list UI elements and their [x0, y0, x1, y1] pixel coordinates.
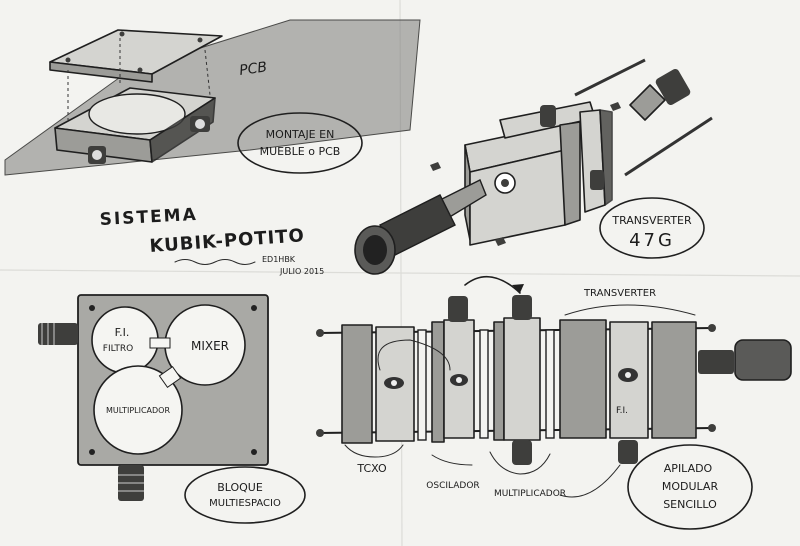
pcb-board-outline	[4, 19, 421, 176]
author-label: ED1HBK	[262, 255, 296, 264]
montaje-label-line2: MUEBLE o PCB	[260, 145, 341, 158]
transverter-bubble	[599, 197, 705, 259]
apilado-label-line2: MODULAR	[662, 480, 719, 493]
right-connector	[629, 68, 691, 121]
nut-1	[430, 162, 441, 171]
arrow-osc-mult	[464, 275, 521, 294]
stack-output-connector	[698, 339, 792, 381]
oscilador-label: OSCILADOR	[426, 481, 479, 491]
multiplicador-cavity	[93, 365, 183, 455]
multiplicador-block-label: MULTIPLICADOR	[106, 406, 171, 415]
exploded-transverter-sketch: TRANSVERTER 47G	[354, 58, 713, 275]
spacer-1	[417, 329, 427, 441]
tcxo-module	[341, 324, 415, 444]
oscilador-module	[431, 296, 475, 443]
montaje-bubble	[237, 112, 363, 174]
nut-2	[495, 237, 506, 246]
cavity-link-2	[158, 365, 182, 389]
fi-filtro-label-line1: F.I.	[115, 326, 130, 339]
bloque-label-line2: MULTIESPACIO	[209, 498, 281, 509]
bloque-multiespacio-sketch: F.I. FILTRO MIXER MULTIPLICADOR BLOQUE M…	[38, 294, 306, 524]
multiplicador-module	[493, 295, 541, 465]
brace-transverter	[564, 304, 696, 316]
fold-line-horizontal	[0, 269, 800, 277]
stacked-modules-sketch: TRANSVERTER F.I. TCXO OSCILADOR MULTIPLI…	[316, 275, 792, 530]
spacer-2	[479, 329, 489, 439]
sma-connector-left	[88, 146, 106, 164]
montaje-label-line1: MONTAJE EN	[266, 128, 335, 141]
long-screw-upper	[574, 58, 646, 97]
spacer-3	[545, 329, 555, 439]
brace-oscilador	[431, 454, 473, 466]
sma-connector-right	[190, 116, 210, 132]
apilado-label-line1: APILADO	[664, 462, 713, 475]
arrow-apilado	[559, 464, 621, 498]
arrow-tcxo	[377, 339, 451, 371]
fi-small-label: F.I.	[616, 406, 628, 416]
nut-3	[610, 102, 621, 111]
multiplicador-stack-label: MULTIPLICADOR	[494, 489, 566, 499]
fi-filtro-cavity	[91, 306, 159, 374]
long-screw-lower	[624, 116, 713, 177]
transverter-stack-module	[559, 319, 697, 464]
bloque-sma-bottom	[118, 465, 144, 501]
title-block: SISTEMA KUBIK-POTITO ED1HBK JULIO 2015	[99, 205, 324, 276]
fi-filtro-label-line2: FILTRO	[103, 344, 133, 354]
transverter-top-label-line2: 47G	[629, 230, 675, 251]
apilado-bubble	[627, 444, 753, 530]
waveguide-horn	[354, 179, 487, 275]
bloque-label-line1: BLOQUE	[217, 481, 263, 494]
transverter-bottom-label: TRANSVERTER	[583, 288, 656, 299]
enclosure-box	[54, 87, 216, 163]
side-sma	[590, 170, 604, 190]
brace-tcxo	[344, 444, 404, 458]
pcb-label: PCB	[238, 59, 268, 79]
tcxo-label: TCXO	[356, 462, 387, 475]
bloque-sma-left	[38, 323, 78, 345]
title-line2: KUBIK-POTITO	[149, 225, 306, 257]
transverter-top-label-line1: TRANSVERTER	[611, 214, 692, 227]
enclosure-lid	[49, 29, 223, 83]
bloque-bubble	[184, 466, 306, 524]
title-line1: SISTEMA	[99, 205, 198, 230]
title-underline	[174, 259, 256, 265]
brace-multiplicador	[489, 451, 551, 475]
cavity-link-1	[149, 337, 171, 349]
top-connector	[540, 105, 556, 127]
mixer-label: MIXER	[191, 339, 229, 353]
apilado-label-line3: SENCILLO	[663, 498, 717, 511]
date-label: JULIO 2015	[279, 267, 324, 276]
pcb-mount-sketch: PCB MONTAJE EN MUEBLE o PCB	[4, 19, 421, 176]
